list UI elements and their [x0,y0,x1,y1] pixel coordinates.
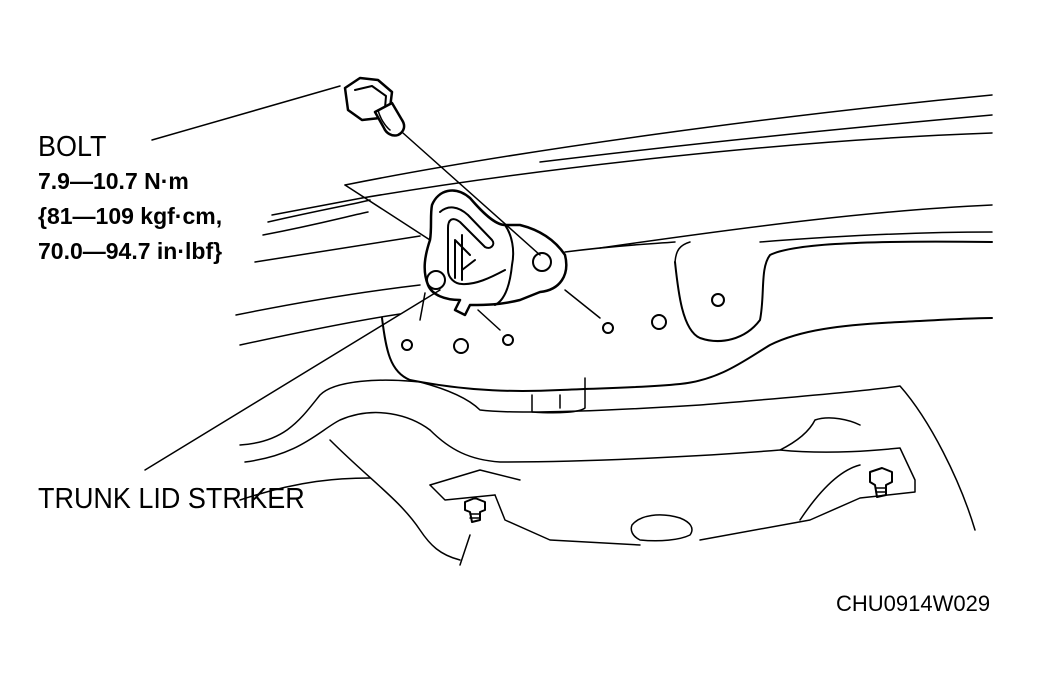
trunk-lid-striker-label: TRUNK LID STRIKER [38,483,305,515]
striker-plate [423,189,568,317]
bolt-torque-nm: 7.9—10.7 N·m [38,168,189,194]
trunk-floor [239,379,976,566]
bolt-label: BOLT [38,131,107,163]
clip-left [464,497,486,523]
leader-lines [144,85,601,471]
clip-right [869,467,893,498]
bolt-torque-kgfcm: {81—109 kgf·cm, [38,203,223,229]
bolt-icon [343,76,406,137]
body-panel-lines [235,94,993,346]
bolt-torque-inlbf: 70.0—94.7 in·lbf} [38,238,223,264]
figure-code: CHU0914W029 [836,591,991,616]
